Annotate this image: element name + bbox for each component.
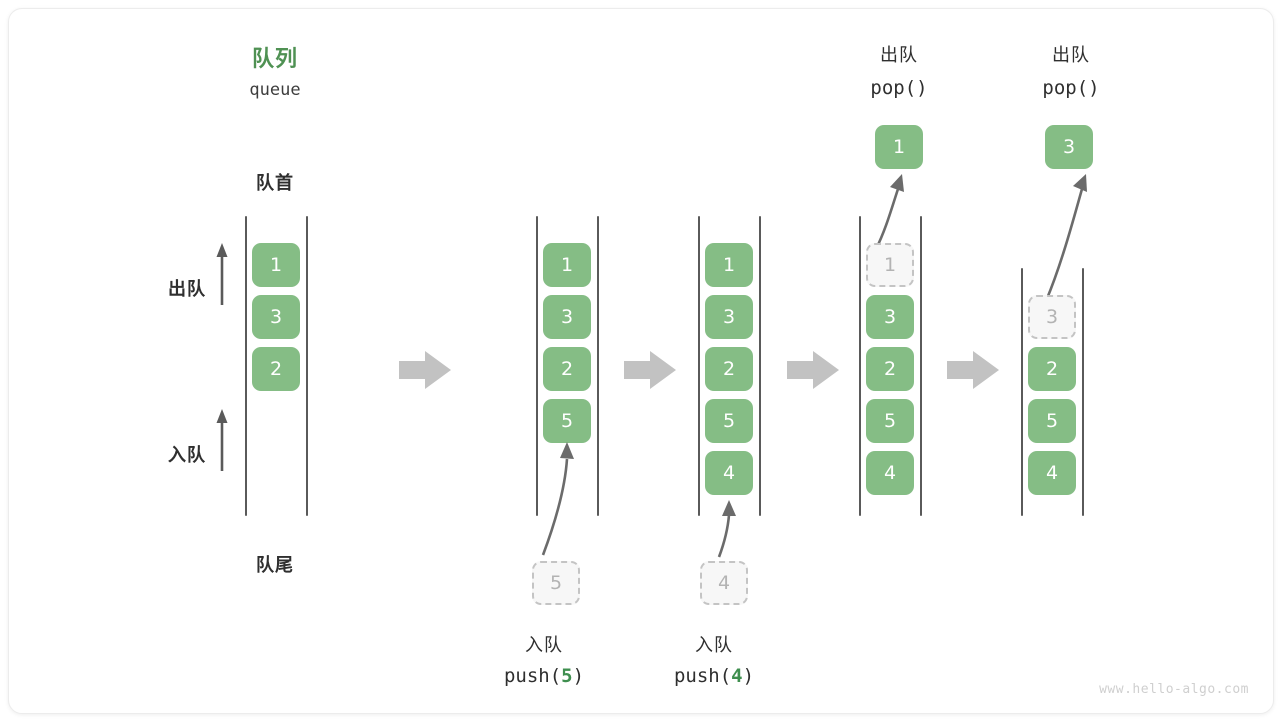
stage-caption-cn: 出队	[1052, 45, 1090, 66]
queue-cell: 5	[543, 399, 591, 443]
queue-cell-removed: 3	[1028, 295, 1076, 339]
enqueue-direction-arrow	[216, 409, 228, 471]
stage-caption-cn: 出队	[880, 45, 918, 66]
popped-cell: 3	[1045, 125, 1093, 169]
queue-cell-removed: 1	[866, 243, 914, 287]
queue-cell: 4	[866, 451, 914, 495]
dequeue-side-label: 出队	[168, 279, 206, 300]
code-prefix: push(	[503, 665, 562, 687]
queue-rail-left	[536, 216, 538, 516]
queue-cell: 4	[1028, 451, 1076, 495]
queue-cell: 1	[252, 243, 300, 287]
queue-rail-left	[698, 216, 700, 516]
diagram-title-en: queue	[249, 80, 301, 100]
incoming-ghost-cell: 4	[700, 561, 748, 605]
queue-cell: 3	[543, 295, 591, 339]
queue-cell: 2	[252, 347, 300, 391]
stage-caption-code: push(5)	[464, 665, 624, 687]
code-suffix: )	[742, 665, 755, 687]
dequeue-direction-arrow	[216, 243, 228, 305]
diagram-title-cn: 队列	[251, 47, 298, 72]
queue-cell: 2	[705, 347, 753, 391]
popped-cell: 1	[875, 125, 923, 169]
queue-rear-label: 队尾	[256, 555, 294, 576]
queue-rail-right	[306, 216, 308, 516]
stage-caption-cn: 入队	[695, 635, 733, 656]
code-prefix: push(	[673, 665, 732, 687]
stage-caption-code: pop()	[870, 77, 928, 99]
queue-cell: 5	[866, 399, 914, 443]
stage-caption-code: push(4)	[634, 665, 794, 687]
flow-arrow-icon	[399, 351, 451, 389]
queue-cell: 1	[705, 243, 753, 287]
queue-cell: 5	[705, 399, 753, 443]
queue-cell: 1	[543, 243, 591, 287]
enqueue-side-label: 入队	[168, 445, 206, 466]
queue-rail-right	[1082, 268, 1084, 516]
flow-arrow-icon	[787, 351, 839, 389]
code-suffix: )	[572, 665, 585, 687]
code-argument: 4	[731, 665, 743, 687]
queue-cell: 2	[543, 347, 591, 391]
pop-arrow	[874, 174, 904, 250]
queue-cell: 3	[866, 295, 914, 339]
stage-caption-code: pop()	[1042, 77, 1100, 99]
push-arrow	[541, 442, 574, 556]
queue-rail-right	[597, 216, 599, 516]
queue-rail-left	[1021, 268, 1023, 516]
queue-cell: 2	[1028, 347, 1076, 391]
queue-cell: 2	[866, 347, 914, 391]
queue-cell: 3	[705, 295, 753, 339]
queue-cell: 5	[1028, 399, 1076, 443]
pop-arrow	[1044, 174, 1087, 302]
queue-rail-right	[759, 216, 761, 516]
queue-cell: 4	[705, 451, 753, 495]
push-arrow	[717, 500, 736, 558]
flow-arrow-icon	[947, 351, 999, 389]
diagram-card: 队列 queue 队首 队尾 出队 入队 1 3 2 1 3 2 5 5	[8, 8, 1274, 714]
watermark: www.hello-algo.com	[1099, 682, 1249, 697]
code-argument: 5	[561, 665, 573, 687]
queue-front-label: 队首	[256, 173, 294, 194]
queue-cell: 3	[252, 295, 300, 339]
queue-rail-right	[920, 216, 922, 516]
flow-arrow-icon	[624, 351, 676, 389]
stage-caption-cn: 入队	[525, 635, 563, 656]
queue-rail-left	[245, 216, 247, 516]
queue-rail-left	[859, 216, 861, 516]
incoming-ghost-cell: 5	[532, 561, 580, 605]
